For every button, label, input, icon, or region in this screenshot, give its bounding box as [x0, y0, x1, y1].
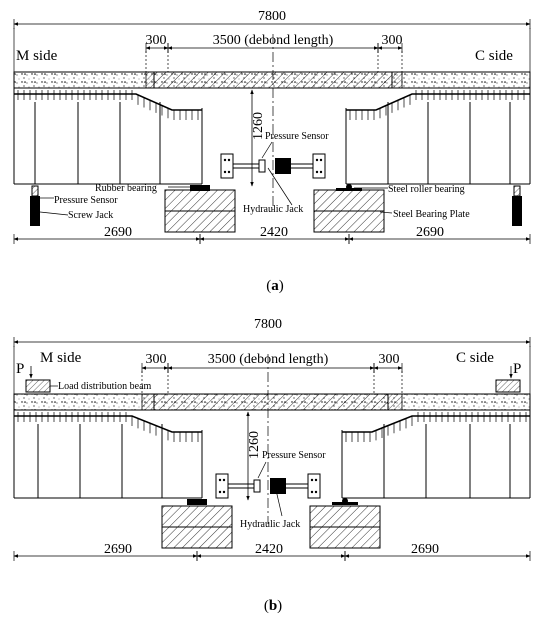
a-dim-left-300: 300	[146, 33, 167, 48]
b-pressure-sensor-label: Pressure Sensor	[262, 450, 326, 461]
b-load-right: P	[513, 361, 521, 377]
rubber-bearing	[190, 185, 210, 191]
leader-screw	[39, 211, 69, 216]
tendon-left	[14, 415, 202, 433]
a-right-side-label: C side	[475, 48, 513, 64]
debond-right-hatch	[387, 393, 403, 411]
tendon-right	[346, 93, 530, 111]
bolt-7	[314, 490, 318, 494]
tendon-left	[14, 93, 202, 111]
a-pressure-sensor-left: Pressure Sensor	[54, 195, 118, 206]
b-span-mid: 2420	[255, 542, 283, 557]
leader-sensor-b	[257, 461, 267, 479]
leader-plate	[379, 211, 393, 214]
a-span-left: 2690	[104, 225, 132, 240]
a-hydraulic-jack-label: Hydraulic Jack	[243, 204, 303, 215]
load-beam-right	[495, 379, 521, 393]
b-dim-debond: 3500 (debond length)	[208, 352, 329, 367]
tendon-right	[342, 415, 530, 433]
bolt-6	[310, 490, 314, 494]
leader-sensor-top	[261, 141, 273, 159]
jack-plate-left	[220, 153, 234, 179]
pressure-sensor-right-jack	[513, 185, 521, 197]
bolt-3	[222, 490, 226, 494]
pressure-sensor-left-jack	[31, 185, 39, 197]
a-dim-right-300: 300	[382, 33, 403, 48]
b-load-left: P	[16, 361, 24, 377]
hydraulic-jack-body	[270, 478, 286, 494]
load-beam-left	[25, 379, 51, 393]
pressure-sensor-block	[253, 479, 261, 493]
pressure-sensor-block	[258, 159, 266, 173]
bolt-2	[223, 170, 227, 174]
rubber-bearing	[187, 499, 207, 505]
b-panel-label: (b)	[264, 598, 282, 614]
b-total-length: 7800	[254, 317, 282, 332]
bolt-0	[218, 478, 222, 482]
a-dim-height: 1260	[251, 112, 266, 140]
screw-jack-left	[30, 196, 40, 226]
panel-b	[13, 337, 531, 561]
debond-right-hatch	[391, 71, 403, 89]
a-steel-bearing-plate-label: Steel Bearing Plate	[393, 209, 470, 220]
b-dim-height: 1260	[247, 431, 262, 459]
bolt-4	[315, 158, 319, 162]
debond-left-hatch	[141, 393, 155, 411]
bolt-2	[218, 490, 222, 494]
bolt-7	[319, 170, 323, 174]
steel-roller	[346, 184, 352, 190]
b-span-left: 2690	[104, 542, 132, 557]
b-dim-left-300: 300	[146, 352, 167, 367]
leader-hydraulic	[267, 167, 293, 206]
steel-roller	[342, 498, 348, 504]
b-dim-right-300: 300	[379, 352, 400, 367]
a-panel-label: (a)	[266, 278, 284, 294]
panel-a	[13, 19, 531, 244]
hydraulic-jack-body	[275, 158, 291, 174]
bolt-3	[227, 170, 231, 174]
b-load-distribution-beam-label: Load distribution beam	[58, 381, 152, 392]
bolt-5	[314, 478, 318, 482]
debond-zone-hatch	[153, 393, 389, 411]
bolt-6	[315, 170, 319, 174]
jack-plate-right	[307, 473, 321, 499]
bolt-4	[310, 478, 314, 482]
bolt-1	[222, 478, 226, 482]
a-steel-roller-bearing-label: Steel roller bearing	[388, 184, 465, 195]
bolt-5	[319, 158, 323, 162]
a-span-mid: 2420	[260, 225, 288, 240]
b-span-right: 2690	[411, 542, 439, 557]
jack-plate-left	[215, 473, 229, 499]
a-dim-debond: 3500 (debond length)	[213, 33, 334, 48]
a-left-side-label: M side	[16, 48, 58, 64]
a-total-length: 7800	[258, 9, 286, 24]
a-screw-jack-label: Screw Jack	[68, 210, 113, 221]
jack-plate-right	[312, 153, 326, 179]
screw-jack-right	[512, 196, 522, 226]
bolt-0	[223, 158, 227, 162]
a-rubber-bearing-label: Rubber bearing	[95, 183, 157, 194]
b-right-side-label: C side	[456, 350, 494, 366]
b-hydraulic-jack-label: Hydraulic Jack	[240, 519, 300, 530]
leader-jack-b	[275, 489, 283, 517]
a-pressure-sensor-top: Pressure Sensor	[265, 131, 329, 142]
debond-left-hatch	[145, 71, 155, 89]
b-left-side-label: M side	[40, 350, 82, 366]
a-span-right: 2690	[416, 225, 444, 240]
bolt-1	[227, 158, 231, 162]
